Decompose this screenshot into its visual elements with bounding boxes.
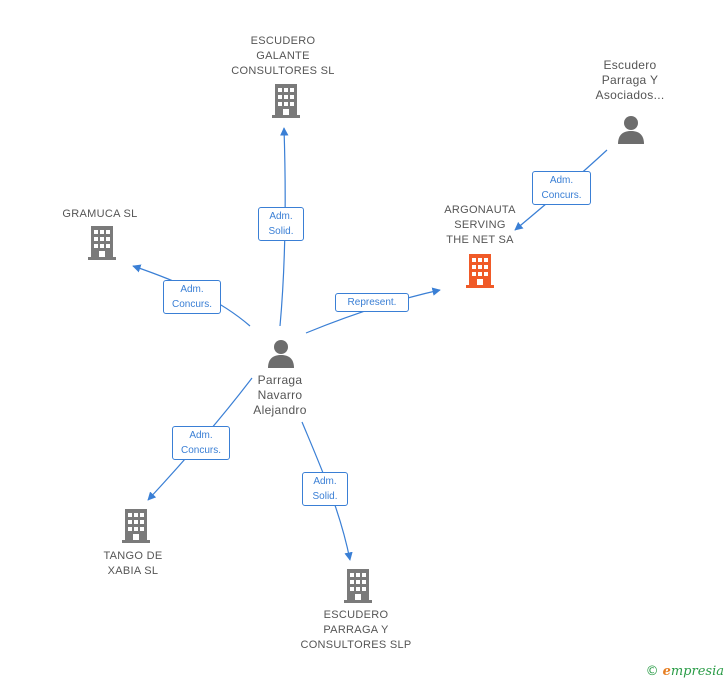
edge-label-e5[interactable]: Adm. Concurs. — [172, 426, 230, 460]
edge-label-e4[interactable]: Adm. Concurs. — [532, 171, 591, 205]
brand-logo-text: mpresia — [670, 664, 724, 679]
brand-logo-letter: e — [662, 664, 671, 679]
copyright-icon: © — [645, 664, 659, 679]
building-icon-highlighted — [466, 254, 494, 288]
person-icon — [618, 116, 644, 144]
edge-label-e6[interactable]: Adm. Solid. — [302, 472, 348, 506]
node-label-escudero-parraga-consultores[interactable]: ESCUDERO PARRAGA Y CONSULTORES SLP — [300, 609, 412, 651]
node-label-escudero-parraga-asociados[interactable]: Escudero Parraga Y Asociados... — [595, 58, 665, 102]
node-label-parraga-navarro[interactable]: Parraga Navarro Alejandro — [253, 373, 307, 417]
building-icon — [88, 226, 116, 260]
edge-label-e3[interactable]: Represent. — [335, 293, 409, 312]
building-icon — [272, 84, 300, 118]
node-label-tango-xabia[interactable]: TANGO DE XABIA SL — [103, 550, 163, 577]
edge-label-e1[interactable]: Adm. Solid. — [258, 207, 304, 241]
edge-label-e2[interactable]: Adm. Concurs. — [163, 280, 221, 314]
person-icon — [268, 340, 294, 368]
node-label-gramuca[interactable]: GRAMUCA SL — [62, 208, 138, 220]
brand-footer[interactable]: ©empresia — [646, 664, 724, 679]
building-icon — [344, 569, 372, 603]
node-label-argonauta[interactable]: ARGONAUTA SERVING THE NET SA — [444, 204, 516, 246]
node-label-escudero-galante[interactable]: ESCUDERO GALANTE CONSULTORES SL — [231, 35, 335, 77]
building-icon — [122, 509, 150, 543]
